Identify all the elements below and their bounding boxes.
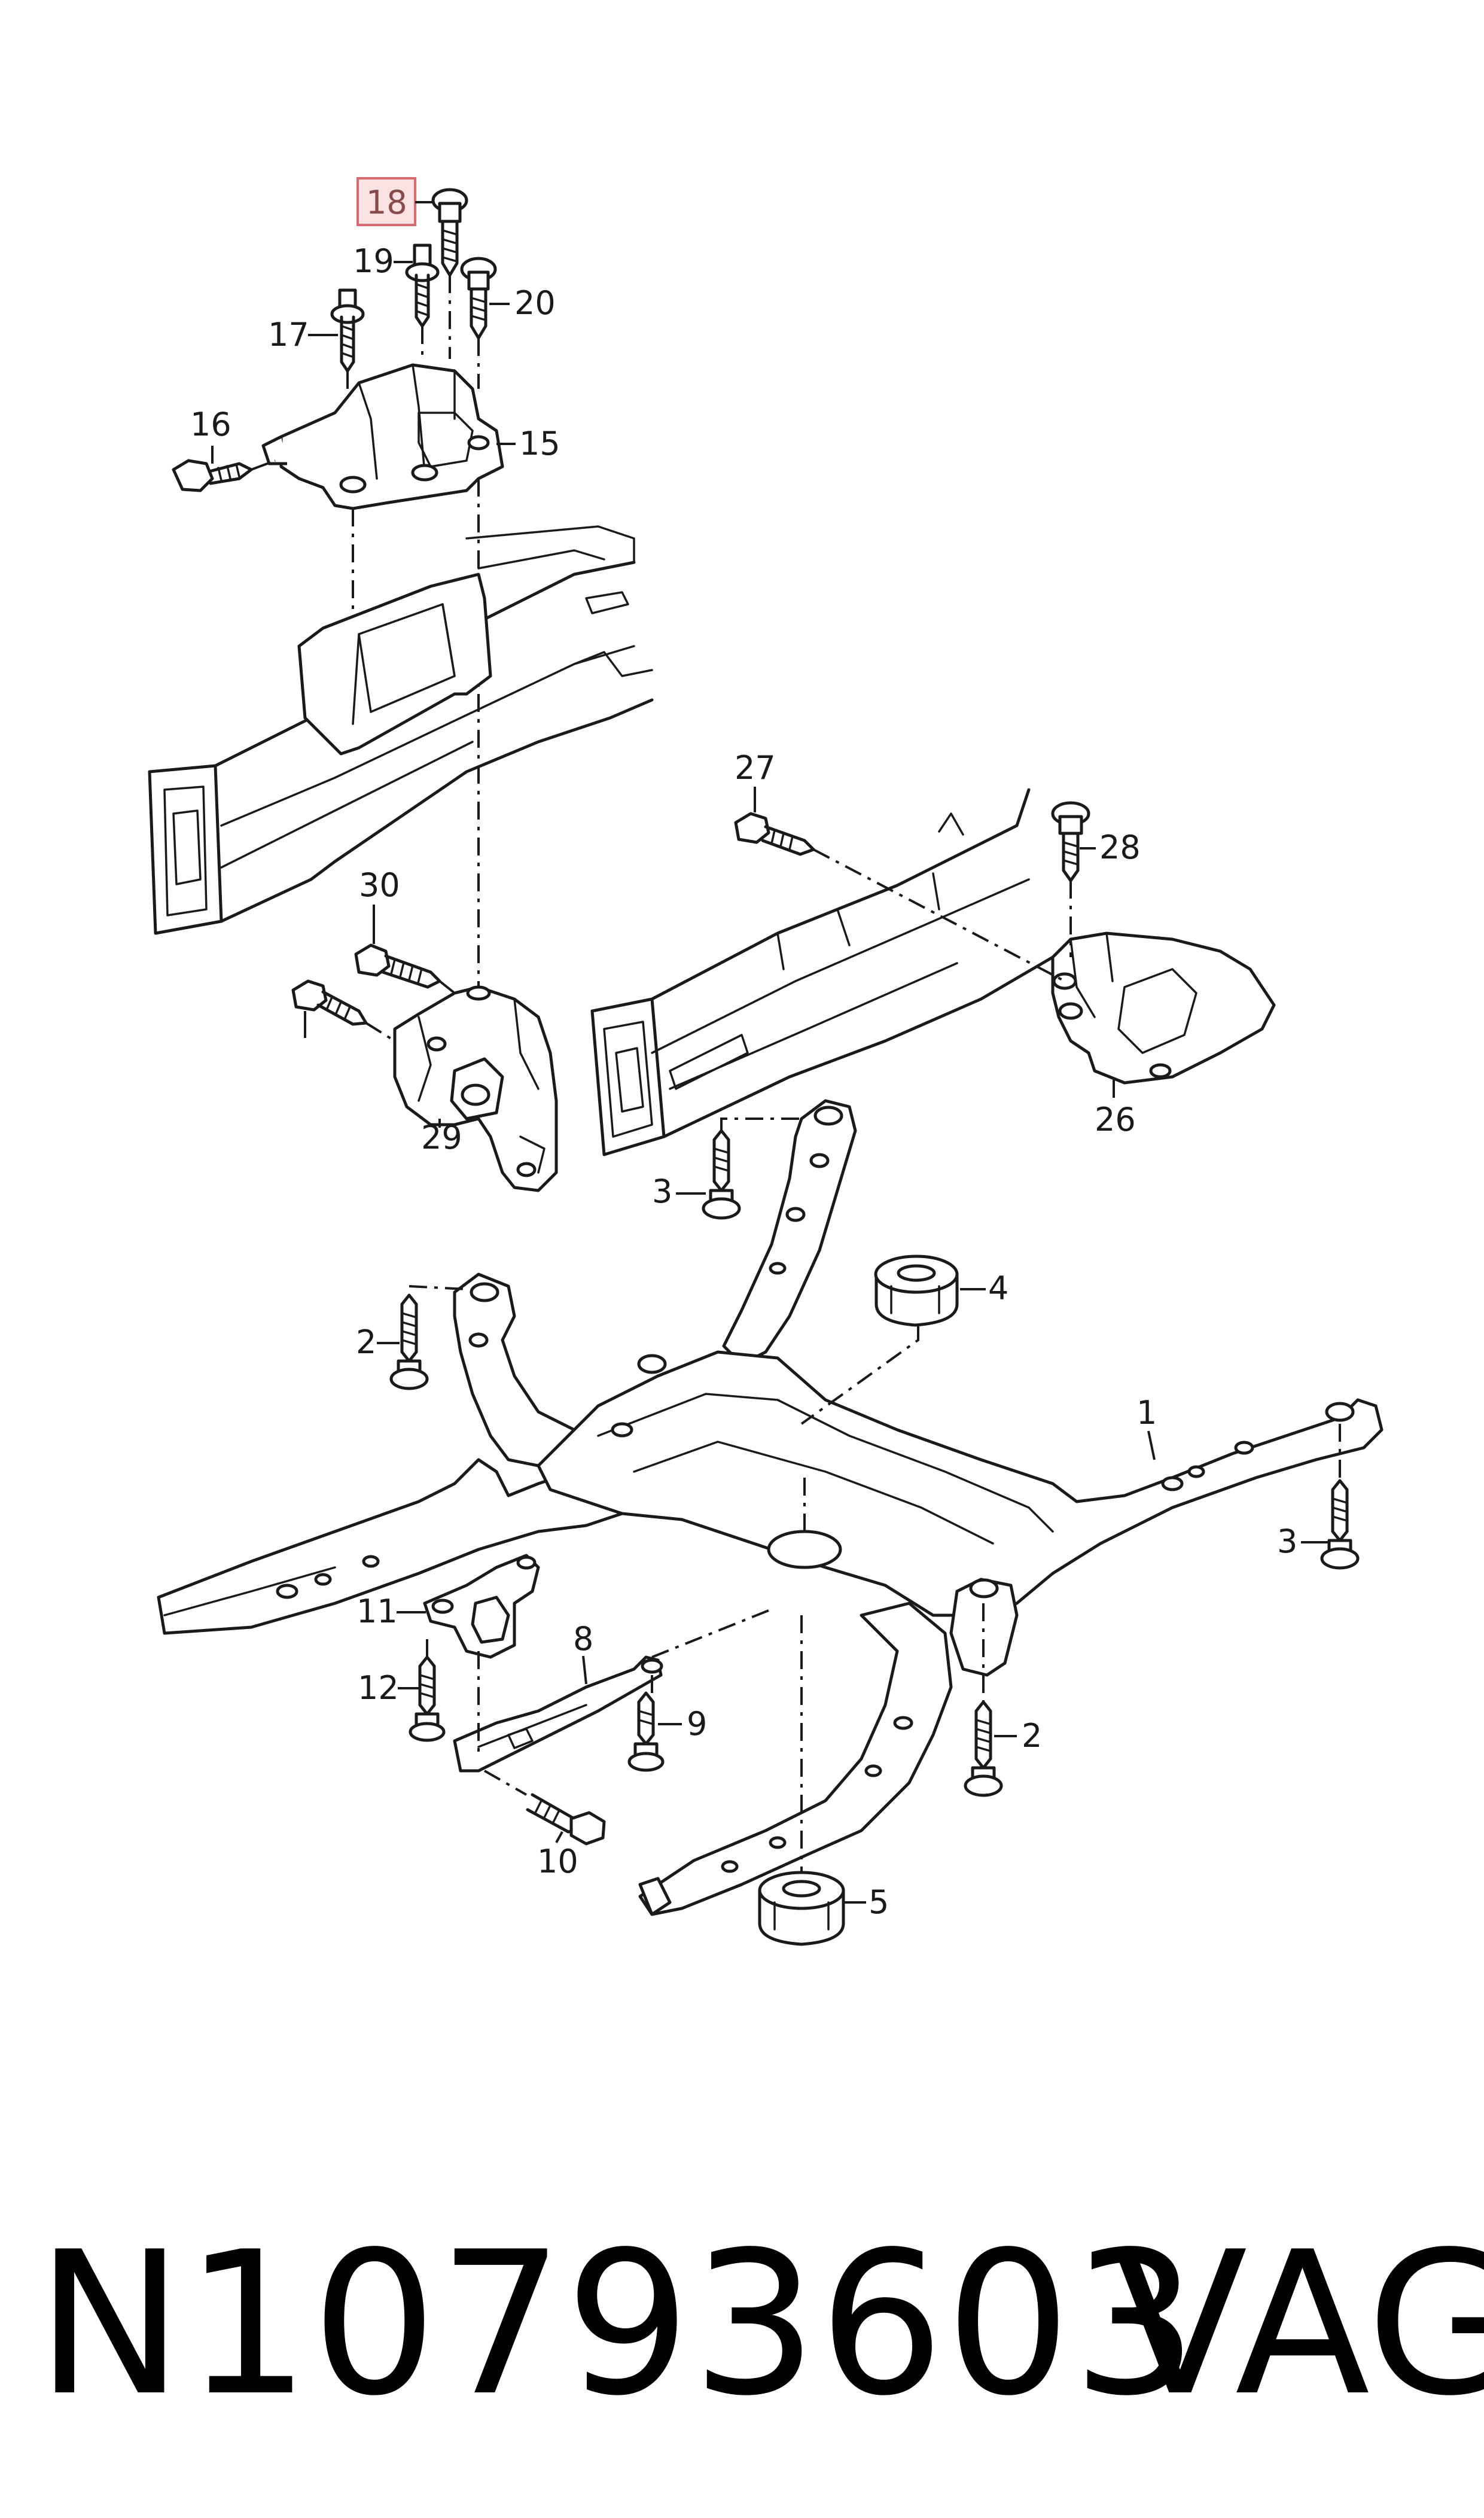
callout-5: 5 bbox=[869, 1883, 889, 1921]
callout-2-right: 2 bbox=[1022, 1717, 1042, 1755]
callout-10: 10 bbox=[537, 1843, 578, 1880]
callout-15: 15 bbox=[519, 425, 560, 462]
callout-4: 4 bbox=[988, 1269, 1008, 1307]
bolt-20 bbox=[460, 257, 497, 340]
subframe-1 bbox=[157, 1099, 1384, 1916]
gearbox-mount-28 bbox=[393, 985, 558, 1192]
bolt-9 bbox=[627, 1691, 665, 1772]
bolt-16 bbox=[172, 459, 253, 492]
callout-8: 8 bbox=[573, 1620, 593, 1658]
bolt-3-front bbox=[1320, 1479, 1360, 1570]
bolt-12 bbox=[409, 1655, 446, 1742]
link-8 bbox=[453, 1655, 663, 1773]
bracket-11 bbox=[423, 1554, 540, 1659]
callout-2-left: 2 bbox=[356, 1323, 376, 1361]
bolt-30 bbox=[291, 979, 368, 1026]
bolt-17 bbox=[330, 288, 365, 373]
brand-name: VAG bbox=[1113, 2209, 1484, 2439]
callout-17: 17 bbox=[268, 316, 309, 354]
callout-25: 26 bbox=[1095, 1101, 1136, 1138]
right-body-rail bbox=[590, 788, 1055, 1156]
bolt-2-left bbox=[389, 1293, 429, 1390]
bolt-27 bbox=[1051, 801, 1090, 882]
callout-27: 28 bbox=[1099, 829, 1141, 866]
left-body-rail bbox=[148, 525, 654, 935]
bolt-19 bbox=[405, 243, 440, 328]
gearbox-mount-25 bbox=[1051, 931, 1276, 1085]
bolt-29 bbox=[354, 943, 441, 989]
callout-29: 30 bbox=[359, 866, 400, 904]
part-number: N10793603 bbox=[36, 2209, 1199, 2439]
bushing-5 bbox=[758, 1871, 845, 1946]
bolt-18 bbox=[431, 188, 468, 277]
engine-mount-assembly bbox=[261, 363, 504, 510]
callout-18: 18 bbox=[366, 184, 407, 221]
bolt-2-right bbox=[964, 1700, 1003, 1797]
callout-28: 29 bbox=[421, 1119, 462, 1156]
bolt-26 bbox=[734, 812, 815, 856]
callout-11: 11 bbox=[356, 1593, 398, 1630]
bolt-10 bbox=[526, 1793, 606, 1846]
callout-1: 1 bbox=[1136, 1394, 1157, 1432]
bolt-3-rear bbox=[702, 1129, 741, 1220]
callout-20: 20 bbox=[514, 284, 556, 322]
bushing-4 bbox=[874, 1255, 959, 1327]
callout-3-rear: 3 bbox=[652, 1173, 672, 1210]
callout-19: 19 bbox=[353, 242, 394, 280]
callout-12: 12 bbox=[358, 1669, 399, 1707]
callout-9: 9 bbox=[687, 1705, 707, 1743]
callout-16: 16 bbox=[190, 406, 231, 443]
callout-3-front: 3 bbox=[1277, 1523, 1297, 1560]
callout-26: 27 bbox=[735, 749, 776, 787]
